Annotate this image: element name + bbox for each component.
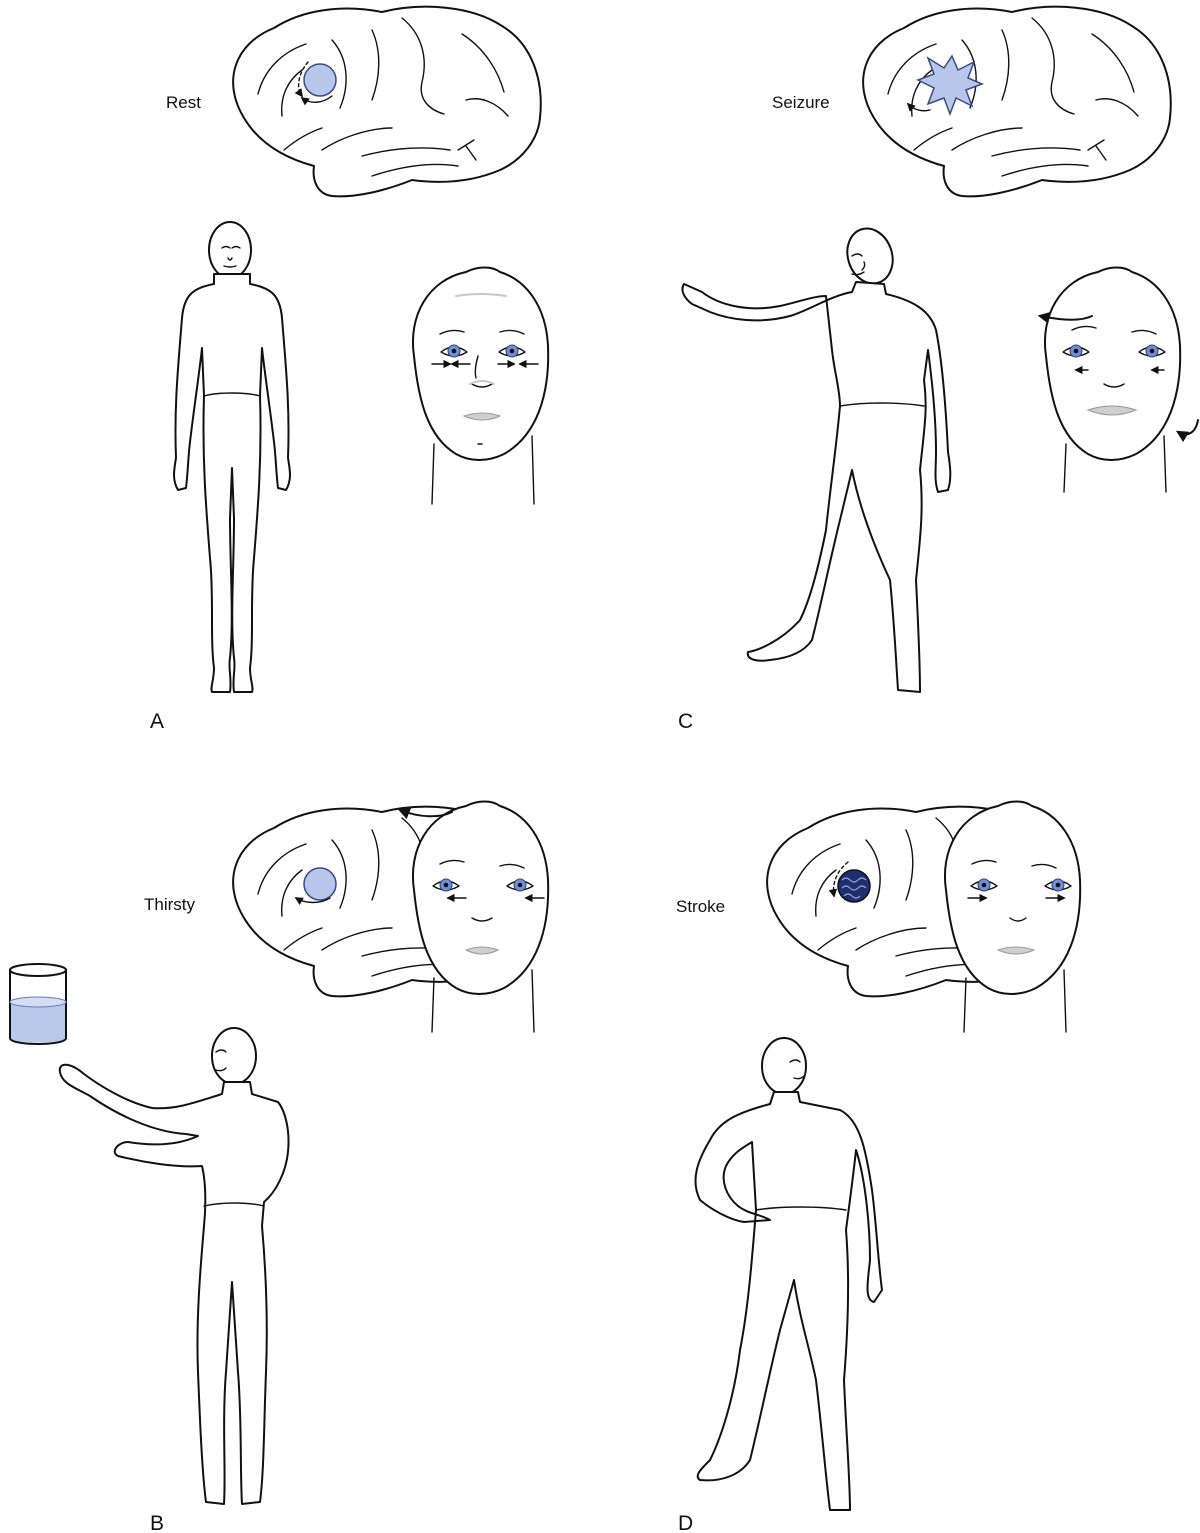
thirsty-head-turn-arrow bbox=[400, 810, 452, 816]
glass-of-water bbox=[10, 964, 66, 1044]
brain-seizure bbox=[863, 7, 1171, 197]
panel-c: Seizure C bbox=[678, 7, 1198, 733]
seizure-mouth-pull-arrow bbox=[1178, 420, 1198, 434]
panel-d: Stroke D bbox=[676, 802, 1080, 1533]
panel-letter-d: D bbox=[678, 1512, 693, 1533]
brain-label-rest: Rest bbox=[166, 93, 201, 112]
body-rest bbox=[174, 222, 290, 692]
motor-region-thirsty bbox=[304, 868, 336, 900]
face-stroke bbox=[945, 802, 1080, 1033]
panel-letter-a: A bbox=[150, 710, 164, 733]
brain-label-thirsty: Thirsty bbox=[144, 895, 196, 914]
brain-label-stroke: Stroke bbox=[676, 897, 725, 916]
panel-a: Rest A bbox=[150, 7, 548, 733]
face-seizure bbox=[1045, 268, 1180, 493]
panel-b: Thirsty B bbox=[10, 802, 548, 1533]
body-seizure bbox=[682, 223, 950, 692]
brain-rest bbox=[233, 7, 541, 197]
panel-letter-b: B bbox=[150, 1512, 164, 1533]
body-stroke bbox=[695, 1038, 882, 1510]
seizure-burst bbox=[918, 56, 982, 114]
panel-letter-c: C bbox=[678, 710, 693, 733]
brain-label-seizure: Seizure bbox=[772, 93, 830, 112]
face-thirsty bbox=[413, 802, 548, 1033]
face-rest bbox=[413, 268, 548, 505]
body-thirsty bbox=[60, 1028, 289, 1504]
motor-region-rest bbox=[304, 64, 336, 96]
